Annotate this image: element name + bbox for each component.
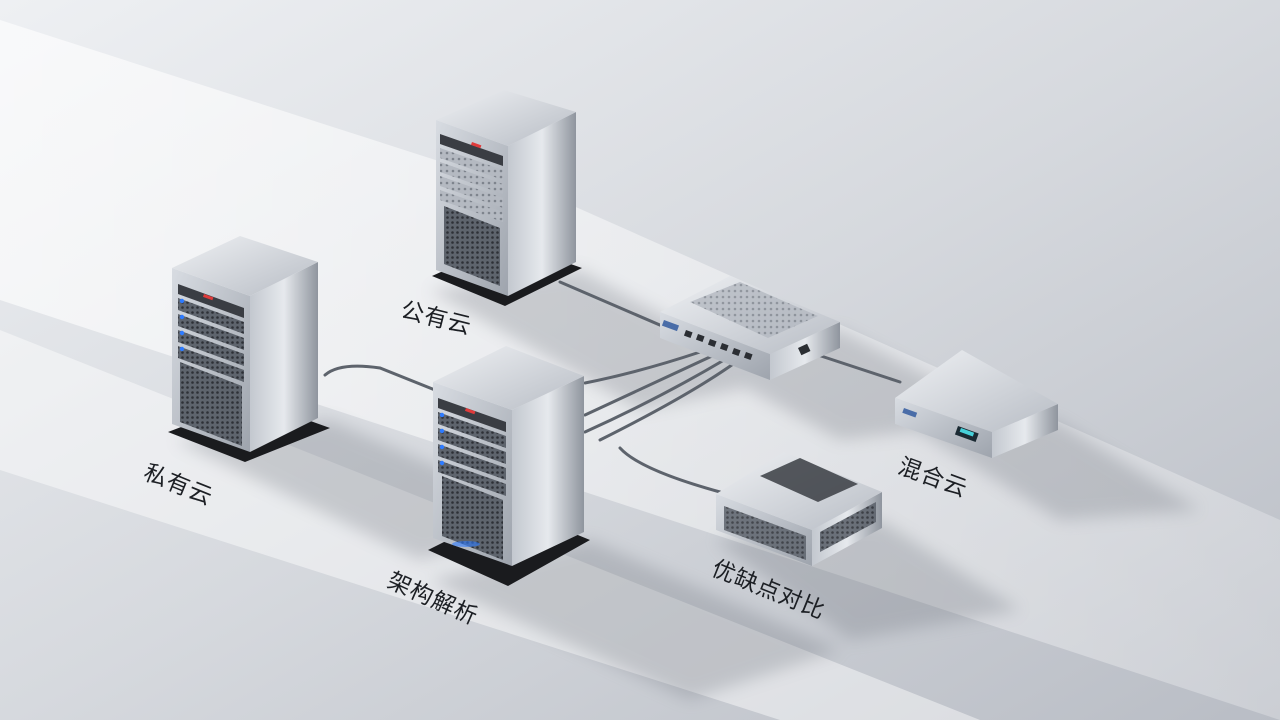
rack-unit-icon — [178, 284, 244, 446]
rack-unit-icon — [440, 134, 503, 286]
server-architecture — [428, 346, 590, 586]
hybrid-cloud-appliance — [895, 350, 1058, 458]
server-private-cloud — [168, 236, 330, 462]
server-public-cloud — [432, 90, 582, 306]
network-switch-icon — [660, 276, 840, 380]
compare-device — [716, 452, 882, 566]
rack-unit-icon — [438, 398, 506, 560]
